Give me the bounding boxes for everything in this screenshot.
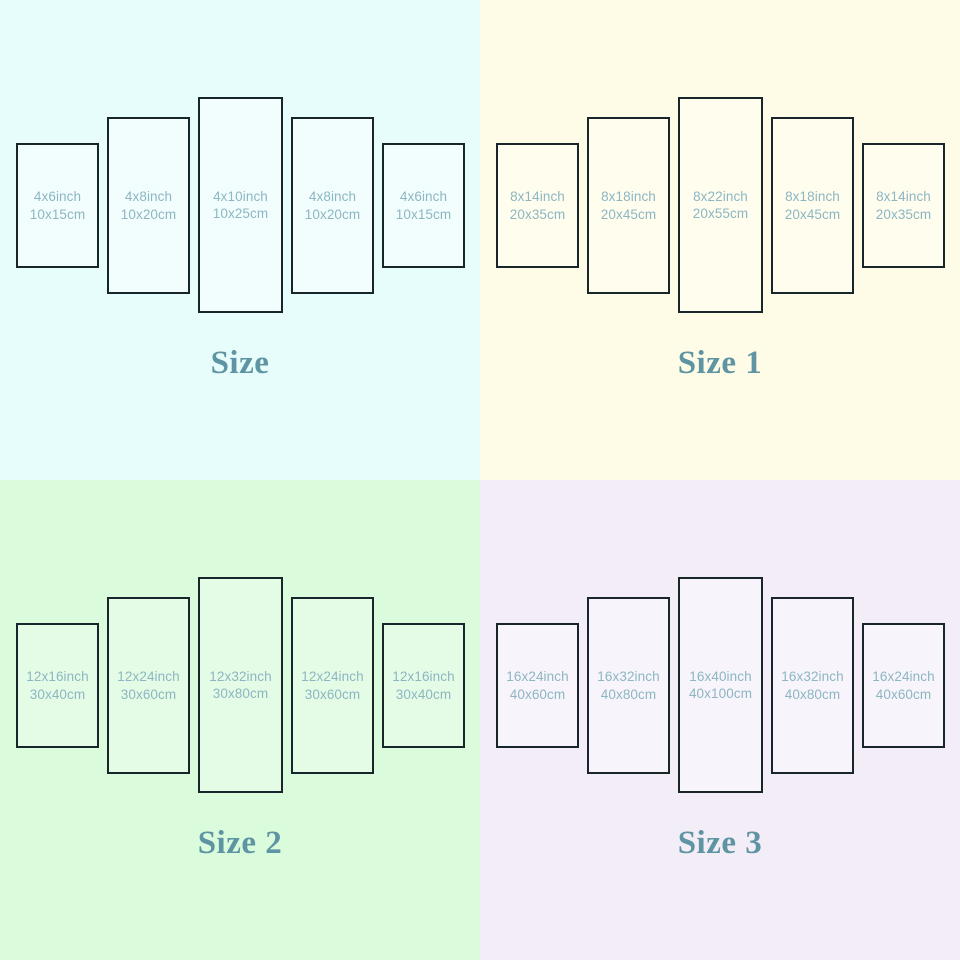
size-option-title: Size 1: [677, 345, 763, 381]
panel-size-label: 16x40inch 40x100cm: [689, 668, 752, 703]
panel-size-inch: 8x18inch: [601, 189, 656, 205]
panel-size-label: 4x10inch 10x25cm: [213, 188, 268, 223]
panel-size-label: 12x32inch 30x80cm: [209, 668, 271, 703]
panel-size-inch: 12x24inch: [301, 669, 364, 685]
panel-size-cm: 10x25cm: [212, 206, 269, 221]
panel-size-inch: 12x32inch: [209, 668, 272, 684]
size-option-title: Size 3: [677, 825, 763, 861]
panel-size-inch: 16x24inch: [506, 669, 569, 685]
panel-size-inch: 8x22inch: [693, 188, 748, 204]
panel-size-label: 8x22inch 20x55cm: [693, 188, 748, 223]
panel-size-inch: 16x24inch: [872, 669, 935, 685]
panel-size-cm: 30x40cm: [29, 686, 86, 702]
panel-size-cm: 30x80cm: [212, 686, 269, 701]
panel-size-inch: 4x8inch: [308, 189, 357, 205]
canvas-panel-center: 16x40inch 40x100cm: [678, 577, 763, 793]
panel-size-cm: 20x35cm: [875, 206, 932, 222]
panel-size-inch: 8x18inch: [785, 189, 840, 205]
size-option-title: Size 2: [197, 825, 283, 861]
panel-size-inch: 4x8inch: [124, 189, 173, 205]
panel-size-inch: 16x40inch: [689, 668, 752, 684]
panel-size-cm: 40x80cm: [784, 686, 841, 702]
panel-size-inch: 4x10inch: [213, 188, 268, 204]
panel-size-inch: 16x32inch: [597, 669, 660, 685]
canvas-panel-center: 4x10inch 10x25cm: [198, 97, 283, 313]
panel-size-cm: 40x60cm: [875, 686, 932, 702]
panel-size-cm: 30x60cm: [304, 686, 361, 702]
panel-size-cm: 20x35cm: [509, 206, 566, 222]
canvas-panel-center: 8x22inch 20x55cm: [678, 97, 763, 313]
panel-size-inch: 4x6inch: [399, 189, 448, 205]
panel-size-inch: 12x16inch: [26, 669, 89, 685]
panel-size-cm: 10x20cm: [304, 206, 361, 222]
panel-size-cm: 40x60cm: [509, 686, 566, 702]
panel-size-cm: 20x55cm: [692, 206, 749, 221]
size-option-title: Size: [210, 345, 270, 381]
panel-size-cm: 10x15cm: [395, 206, 452, 222]
panel-size-inch: 8x14inch: [510, 189, 565, 205]
panel-size-cm: 20x45cm: [784, 206, 841, 222]
panel-size-cm: 40x80cm: [600, 686, 657, 702]
panel-size-inch: 4x6inch: [33, 189, 82, 205]
canvas-panel-center: 12x32inch 30x80cm: [198, 577, 283, 793]
panel-size-inch: 16x32inch: [781, 669, 844, 685]
panel-size-cm: 40x100cm: [688, 686, 753, 701]
panel-size-cm: 10x15cm: [29, 206, 86, 222]
panel-size-inch: 12x24inch: [117, 669, 180, 685]
panel-size-cm: 30x60cm: [120, 686, 177, 702]
panel-size-cm: 30x40cm: [395, 686, 452, 702]
panel-size-inch: 8x14inch: [876, 189, 931, 205]
panel-size-cm: 20x45cm: [600, 206, 657, 222]
panel-size-cm: 10x20cm: [120, 206, 177, 222]
panel-size-inch: 12x16inch: [392, 669, 455, 685]
